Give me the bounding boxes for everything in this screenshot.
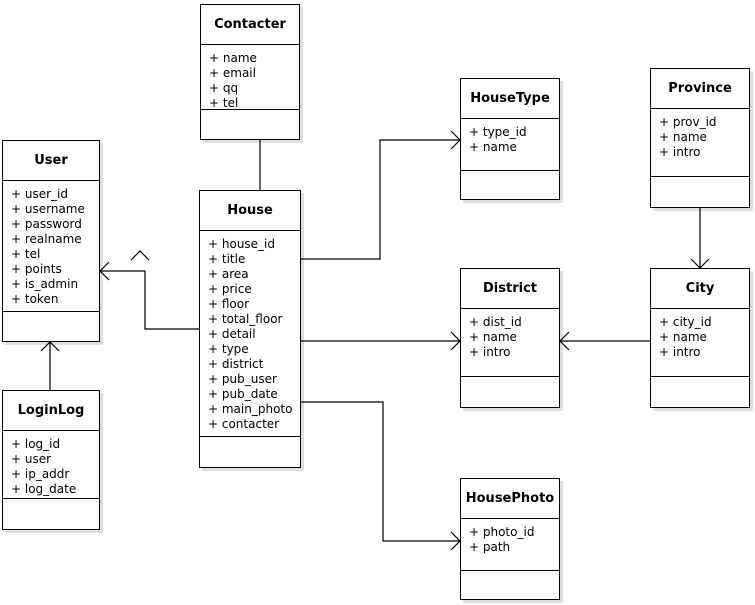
class-name-house: House: [200, 191, 300, 231]
class-attribute: + photo_id: [469, 525, 535, 539]
arrowhead-icon: [450, 531, 461, 551]
class-name-province: Province: [651, 69, 749, 109]
class-attributes-loginlog: + log_id+ user+ ip_addr+ log_date: [3, 431, 99, 499]
class-attribute: + price: [208, 282, 252, 296]
class-attributes-house: + house_id+ title+ area+ price+ floor+ t…: [200, 231, 300, 437]
uml-class-city[interactable]: City+ city_id+ name+ intro: [650, 268, 750, 408]
uml-class-house[interactable]: House+ house_id+ title+ area+ price+ flo…: [199, 190, 301, 468]
uml-class-contacter[interactable]: Contacter+ name+ email+ qq+ tel: [200, 4, 300, 140]
class-attribute: + floor: [208, 297, 250, 311]
class-attribute: + log_id: [11, 437, 61, 451]
uml-class-province[interactable]: Province+ prov_id+ name+ intro: [650, 68, 750, 208]
class-name-user: User: [3, 141, 99, 181]
class-attribute: + path: [469, 540, 511, 554]
class-attribute: + name: [659, 330, 707, 344]
class-attribute: + prov_id: [659, 115, 717, 129]
arrowhead-icon: [99, 261, 110, 281]
class-attribute: + qq: [209, 81, 239, 95]
relation-house-to-district: [301, 331, 461, 351]
class-attribute: + name: [659, 130, 707, 144]
class-operations-city: [651, 377, 749, 407]
class-attribute: + token: [11, 292, 59, 306]
class-attribute: + name: [469, 330, 517, 344]
class-attribute: + dist_id: [469, 315, 522, 329]
class-name-contacter: Contacter: [201, 5, 299, 45]
class-attribute: + main_photo: [208, 402, 293, 416]
class-attribute: + contacter: [208, 417, 280, 431]
class-attribute: + pub_user: [208, 372, 277, 386]
class-attribute: + user: [11, 452, 52, 466]
class-attribute: + intro: [659, 145, 701, 159]
class-attribute: + points: [11, 262, 62, 276]
class-attribute: + user_id: [11, 187, 68, 201]
class-attribute: + total_floor: [208, 312, 283, 326]
arrowhead-icon: [690, 258, 710, 269]
class-attribute: + tel: [209, 96, 239, 110]
class-name-district: District: [461, 269, 559, 309]
class-attribute: + email: [209, 66, 256, 80]
class-attribute: + title: [208, 252, 246, 266]
relation-province-to-city: [690, 208, 710, 269]
class-attribute: + tel: [11, 247, 41, 261]
class-attributes-contacter: + name+ email+ qq+ tel: [201, 45, 299, 110]
class-attribute: + area: [208, 267, 249, 281]
class-operations-contacter: [201, 110, 299, 139]
class-attributes-housetype: + type_id+ name: [461, 119, 559, 171]
class-attribute: + detail: [208, 327, 256, 341]
class-attribute: + name: [209, 51, 257, 65]
class-operations-district: [461, 377, 559, 407]
class-name-loginlog: LoginLog: [3, 391, 99, 431]
arrowhead-icon: [130, 250, 150, 261]
class-attribute: + password: [11, 217, 82, 231]
arrowhead-icon: [450, 130, 461, 150]
class-attribute: + house_id: [208, 237, 276, 251]
class-attribute: + ip_addr: [11, 467, 70, 481]
class-attributes-user: + user_id+ username+ password+ realname+…: [3, 181, 99, 312]
arrowhead-icon: [450, 331, 461, 351]
relation-loginlog-to-user: [40, 341, 60, 390]
uml-class-district[interactable]: District+ dist_id+ name+ intro: [460, 268, 560, 408]
class-attribute: + is_admin: [11, 277, 79, 291]
uml-class-user[interactable]: User+ user_id+ username+ password+ realn…: [2, 140, 100, 342]
class-attribute: + city_id: [659, 315, 712, 329]
relation-city-to-district: [559, 331, 650, 351]
class-attributes-district: + dist_id+ name+ intro: [461, 309, 559, 377]
class-attribute: + name: [469, 140, 517, 154]
class-operations-loginlog: [3, 499, 99, 529]
class-name-housetype: HouseType: [461, 79, 559, 119]
relation-house-to-housephoto: [301, 401, 461, 551]
class-attribute: + type_id: [469, 125, 527, 139]
class-operations-housephoto: [461, 571, 559, 599]
class-attribute: + district: [208, 357, 264, 371]
class-attribute: + username: [11, 202, 85, 216]
uml-class-housephoto[interactable]: HousePhoto+ photo_id+ path: [460, 478, 560, 600]
class-attribute: + log_date: [11, 482, 77, 496]
relation-house-to-housetype: [301, 130, 461, 260]
class-attributes-housephoto: + photo_id+ path: [461, 519, 559, 571]
class-attribute: + intro: [659, 345, 701, 359]
class-operations-user: [3, 312, 99, 341]
class-operations-house: [200, 437, 300, 467]
uml-class-housetype[interactable]: HouseType+ type_id+ name: [460, 78, 560, 200]
class-attribute: + pub_date: [208, 387, 278, 401]
arrowhead-icon: [559, 331, 570, 351]
class-attributes-province: + prov_id+ name+ intro: [651, 109, 749, 177]
class-attribute: + type: [208, 342, 249, 356]
uml-class-loginlog[interactable]: LoginLog+ log_id+ user+ ip_addr+ log_dat…: [2, 390, 100, 530]
class-operations-province: [651, 177, 749, 207]
class-attribute: + intro: [469, 345, 511, 359]
class-attribute: + realname: [11, 232, 82, 246]
class-attributes-city: + city_id+ name+ intro: [651, 309, 749, 377]
relation-house-to-user: [99, 261, 199, 330]
class-name-city: City: [651, 269, 749, 309]
class-operations-housetype: [461, 171, 559, 199]
arrowhead-icon: [40, 341, 60, 352]
class-name-housephoto: HousePhoto: [461, 479, 559, 519]
